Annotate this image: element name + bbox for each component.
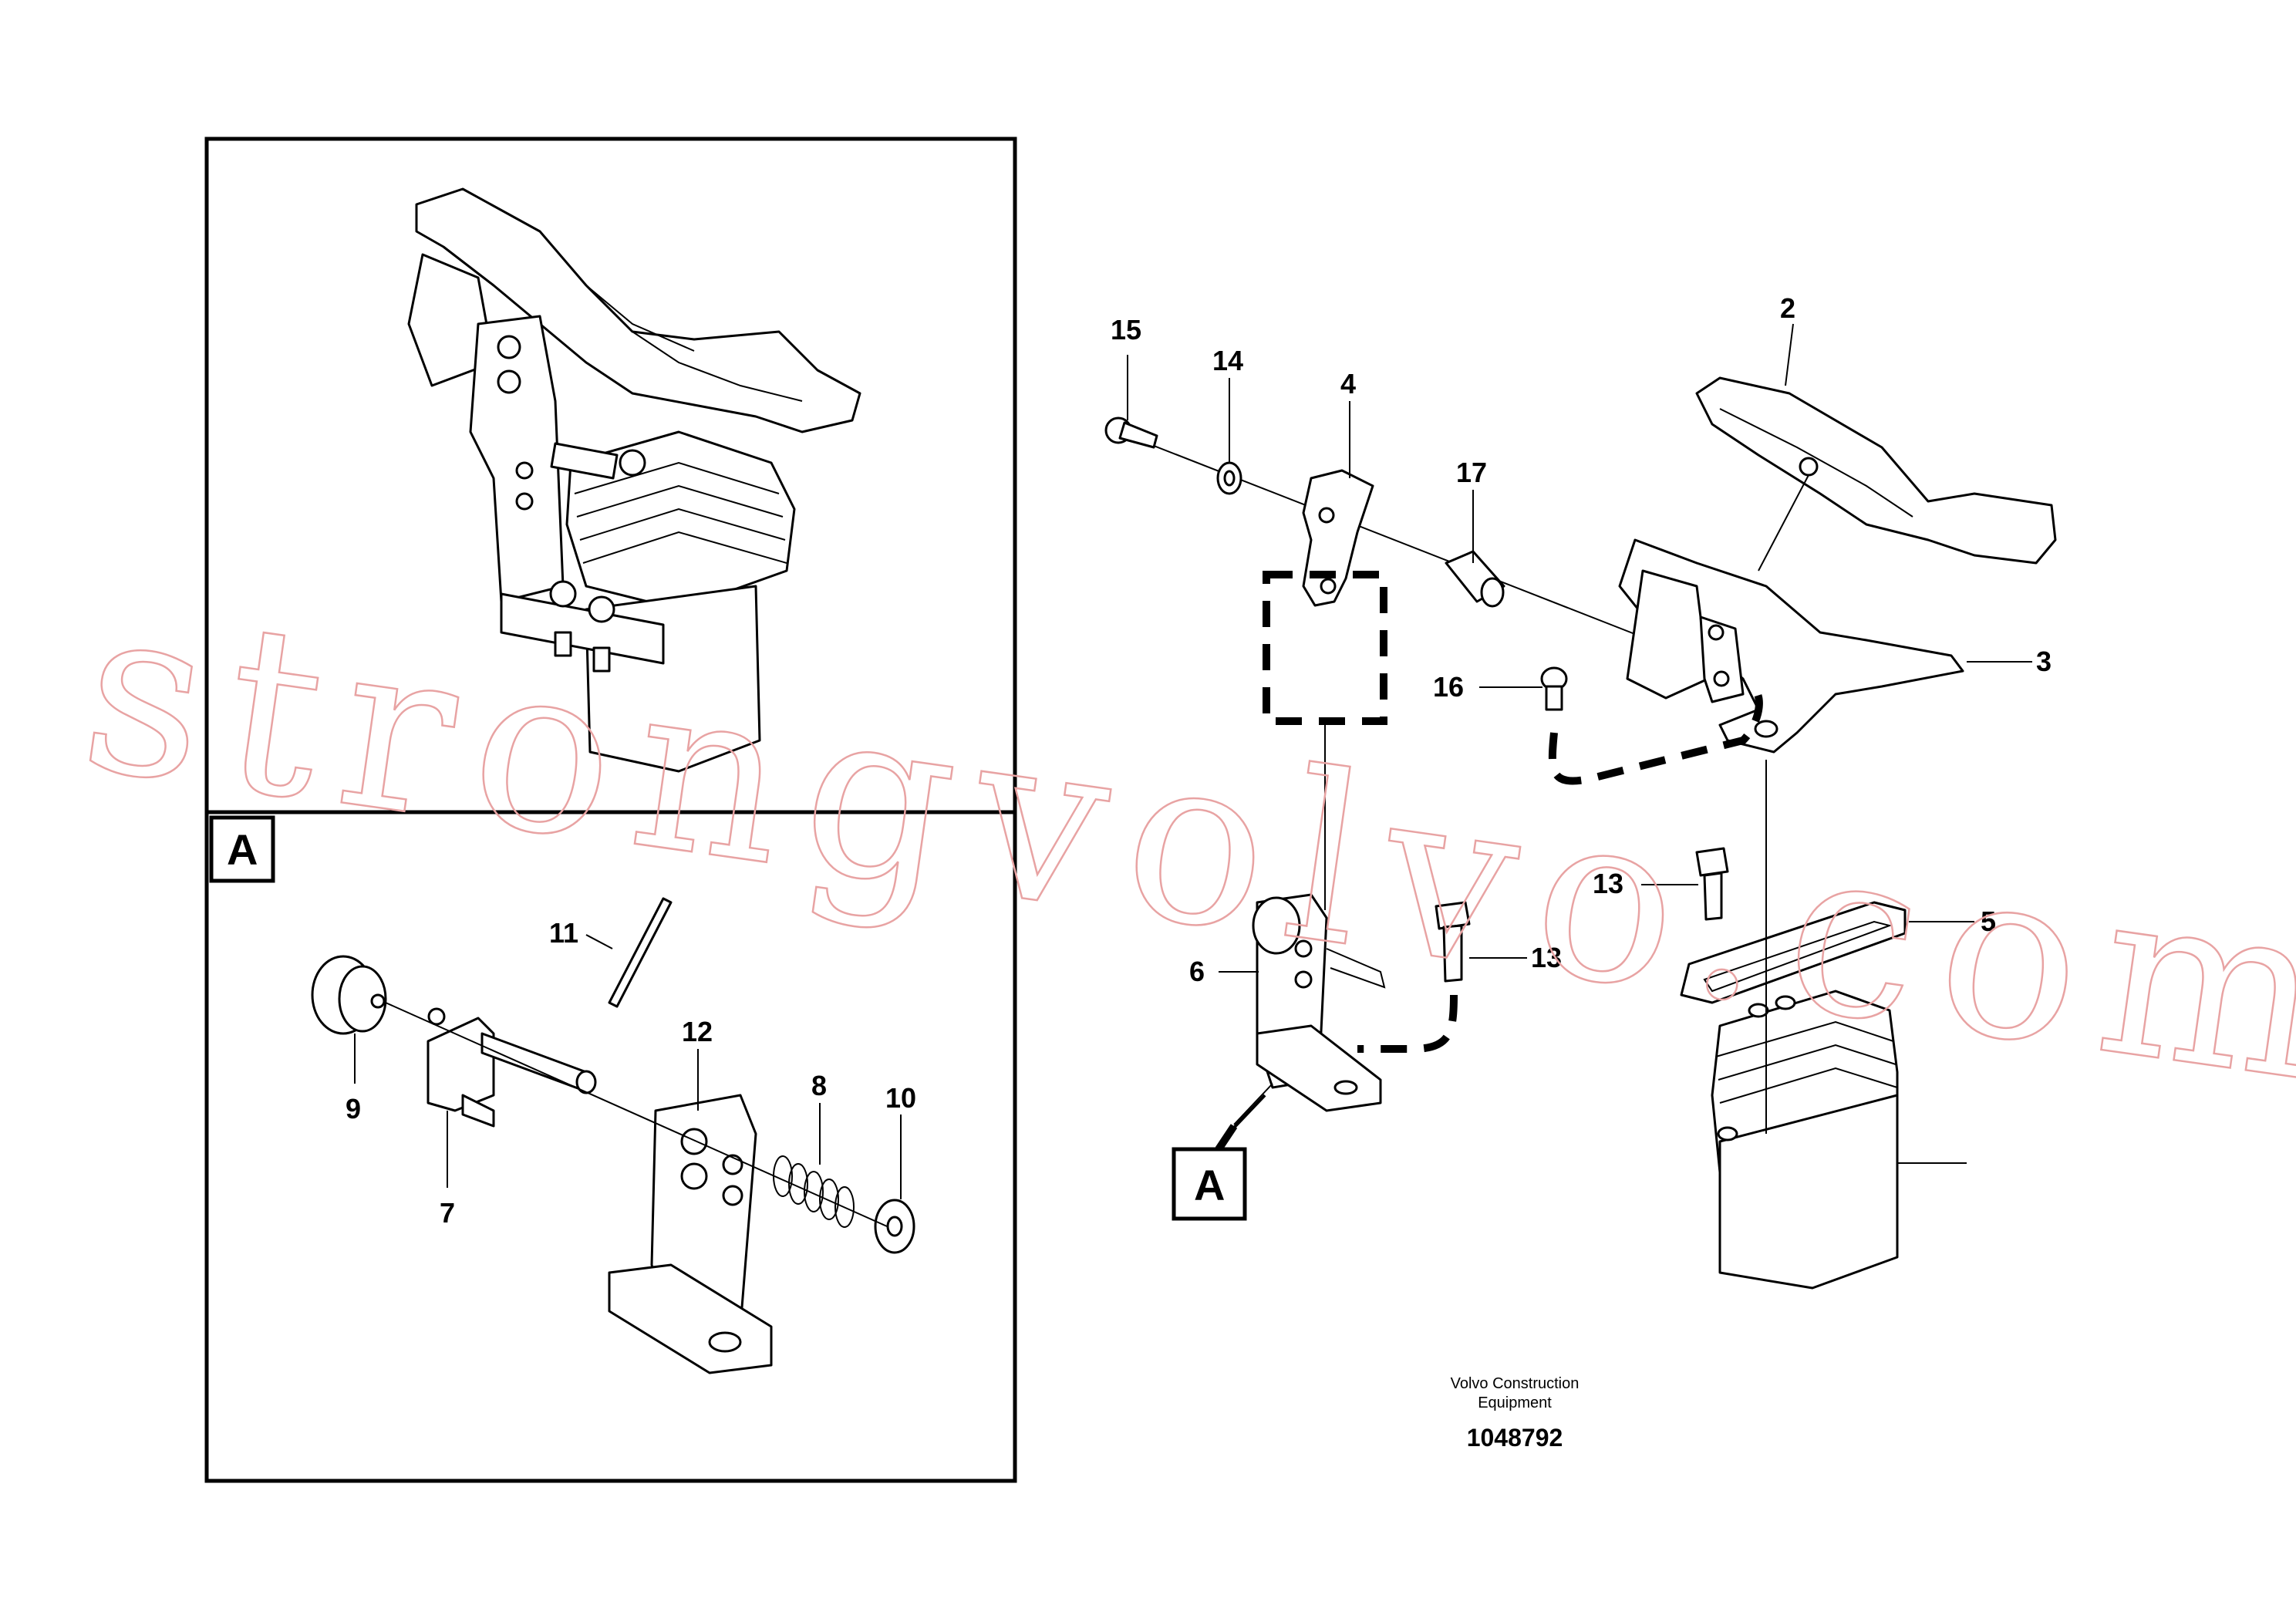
company-name-line1: Volvo Construction — [1451, 1375, 1580, 1392]
part-5-gasket — [1680, 901, 1907, 1004]
drawing-footer: Volvo Construction Equipment 1048792 — [1451, 1375, 1580, 1452]
label-16: 16 — [1433, 671, 1464, 703]
label-5: 5 — [1981, 905, 1996, 937]
dashed-correlation-path — [1548, 683, 1763, 785]
leader-lines — [354, 323, 2032, 1199]
drawing-number: 1048792 — [1467, 1424, 1563, 1452]
part-11-cotter-pin — [608, 897, 673, 1008]
part-8-spring — [773, 1155, 855, 1228]
part-16-screw — [1540, 666, 1568, 711]
view-marker-main: A — [1172, 1094, 1266, 1221]
part-3-pedal-body — [1618, 538, 1964, 754]
label-10: 10 — [885, 1082, 916, 1114]
label-8: 8 — [811, 1070, 827, 1101]
watermark-text: strongvolvo.com — [69, 553, 2296, 1137]
part-15-bolt — [1104, 416, 1158, 449]
inset-outer-frame — [204, 137, 1017, 1483]
view-marker-inset-letter: A — [227, 825, 258, 874]
part-4-link-plate — [1302, 469, 1374, 607]
label-2: 2 — [1780, 292, 1795, 324]
part-2-pedal-top — [1695, 376, 2057, 565]
label-11: 11 — [549, 917, 578, 949]
main-exploded-view — [1104, 376, 2057, 1290]
valve-assembly — [1711, 990, 1899, 1290]
part-17-bushing — [1445, 550, 1505, 608]
label-17: 17 — [1456, 457, 1487, 488]
label-9: 9 — [346, 1093, 361, 1125]
exploded-hinge-illustration — [311, 897, 915, 1374]
part-7-pivot-arm — [426, 1017, 495, 1112]
part-13-bolt-right — [1695, 847, 1729, 921]
assembled-pedal-illustration — [407, 187, 861, 773]
inset-frame — [204, 137, 1017, 1483]
company-name-line2: Equipment — [1478, 1394, 1552, 1411]
part-13-bolt-left — [1435, 901, 1471, 983]
part-14-washer — [1216, 461, 1242, 495]
label-14: 14 — [1212, 345, 1243, 376]
label-13-left: 13 — [1531, 942, 1562, 973]
view-marker-inset: A — [209, 815, 275, 883]
part-labels: 15 14 4 17 2 3 16 13 5 6 13 11 9 7 12 8 … — [346, 292, 2052, 1229]
label-3: 3 — [2036, 646, 2052, 677]
dashed-correlation-path-2 — [1357, 994, 1458, 1053]
part-6-hinge-assembly — [1252, 893, 1386, 1112]
label-15: 15 — [1111, 314, 1141, 346]
view-marker-main-letter: A — [1194, 1161, 1225, 1209]
label-13-right: 13 — [1593, 868, 1623, 899]
label-12: 12 — [682, 1016, 713, 1047]
label-6: 6 — [1189, 956, 1205, 987]
label-7: 7 — [440, 1197, 455, 1229]
label-4: 4 — [1340, 368, 1356, 400]
